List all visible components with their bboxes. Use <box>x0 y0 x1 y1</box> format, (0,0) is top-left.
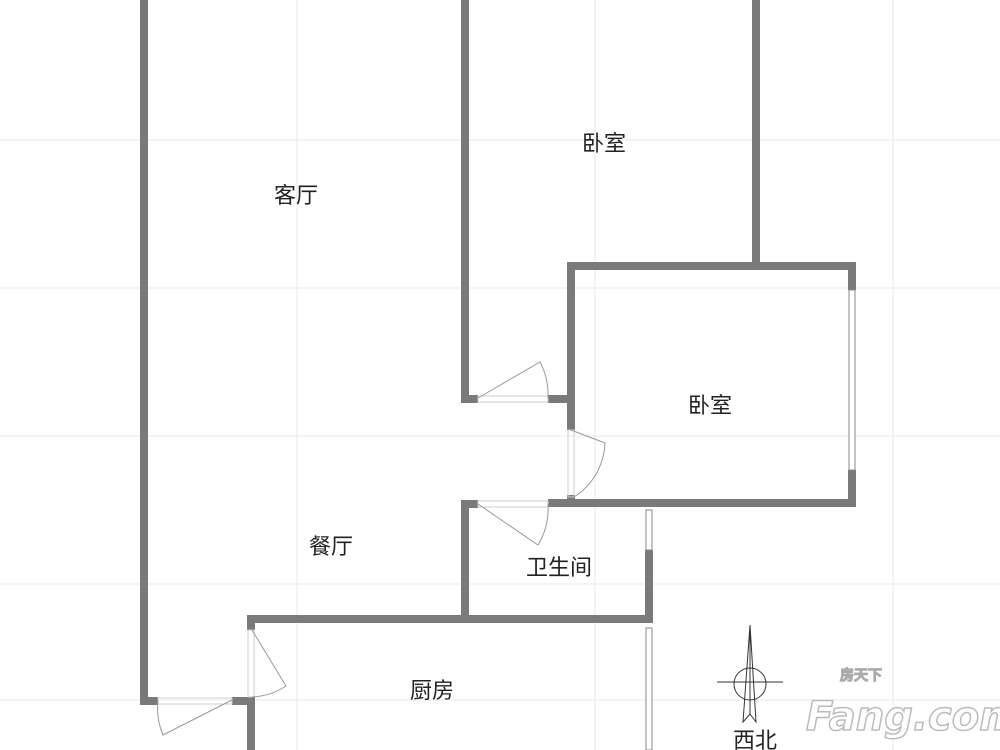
room-label-living-room: 客厅 <box>274 184 318 209</box>
room-label-bedroom-north: 卧室 <box>582 132 626 157</box>
windows <box>645 289 856 750</box>
room-label-bedroom-east: 卧室 <box>688 394 732 419</box>
watermark-logo: 房天下 Fang.com <box>805 667 1000 741</box>
room-label-dining-room: 餐厅 <box>309 535 353 560</box>
watermark-brand-cn: 房天下 <box>840 667 882 684</box>
room-label-bathroom: 卫生间 <box>526 556 592 581</box>
doors <box>157 361 606 736</box>
compass-icon <box>717 624 783 724</box>
room-label-kitchen: 厨房 <box>410 679 454 704</box>
compass-direction-label: 西北 <box>733 729 777 750</box>
watermark-brand-en: Fang.com <box>806 694 1000 740</box>
walls <box>140 0 856 750</box>
